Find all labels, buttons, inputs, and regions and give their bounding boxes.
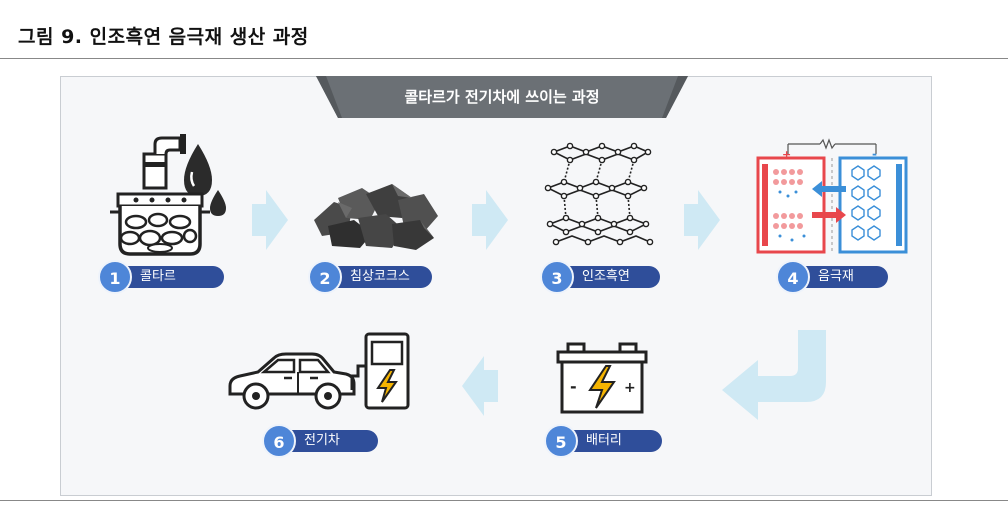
step-1-label: 콜타르 [108,266,224,288]
electric-car-icon [228,352,356,410]
flow-arrow-1-2 [252,190,288,250]
bottom-rule [0,500,1008,501]
step-3-number: 3 [540,260,574,294]
flow-arrow-2-3 [472,190,508,250]
step-6-label: 전기차 [272,430,378,452]
step-2-label: 침상코크스 [318,266,432,288]
flow-arrow-3-4 [684,190,720,250]
banner-title: 콜타르가 전기차에 쓰이는 과정 [404,88,600,106]
flow-arrow-4-5 [722,330,826,420]
battery-minus-sign: - [570,377,577,396]
cell-plus-sign: + [782,148,791,161]
step-1-number: 1 [98,260,132,294]
cell-minus-sign: - [872,147,877,161]
battery-plus-sign: + [624,380,636,396]
step-4-label: 음극재 [786,266,888,288]
flow-arrow-5-6 [462,356,498,416]
graphite-lattice-icon [544,142,654,246]
oil-tank-icon [110,134,226,256]
step-3-label: 인조흑연 [550,266,660,288]
top-rule [0,58,1008,59]
step-2-number: 2 [308,260,342,294]
step-6-number: 6 [262,424,296,458]
car-battery-icon: - + [556,342,648,414]
charger-icon [350,332,410,410]
step-4-number: 4 [776,260,810,294]
electrode-cell-icon: + - [756,138,908,254]
figure-title: 그림 9. 인조흑연 음극재 생산 과정 [18,26,309,48]
step-5-number: 5 [544,424,578,458]
step-5-label: 배터리 [554,430,662,452]
title-banner [316,76,688,118]
coke-rocks-icon [314,184,438,250]
